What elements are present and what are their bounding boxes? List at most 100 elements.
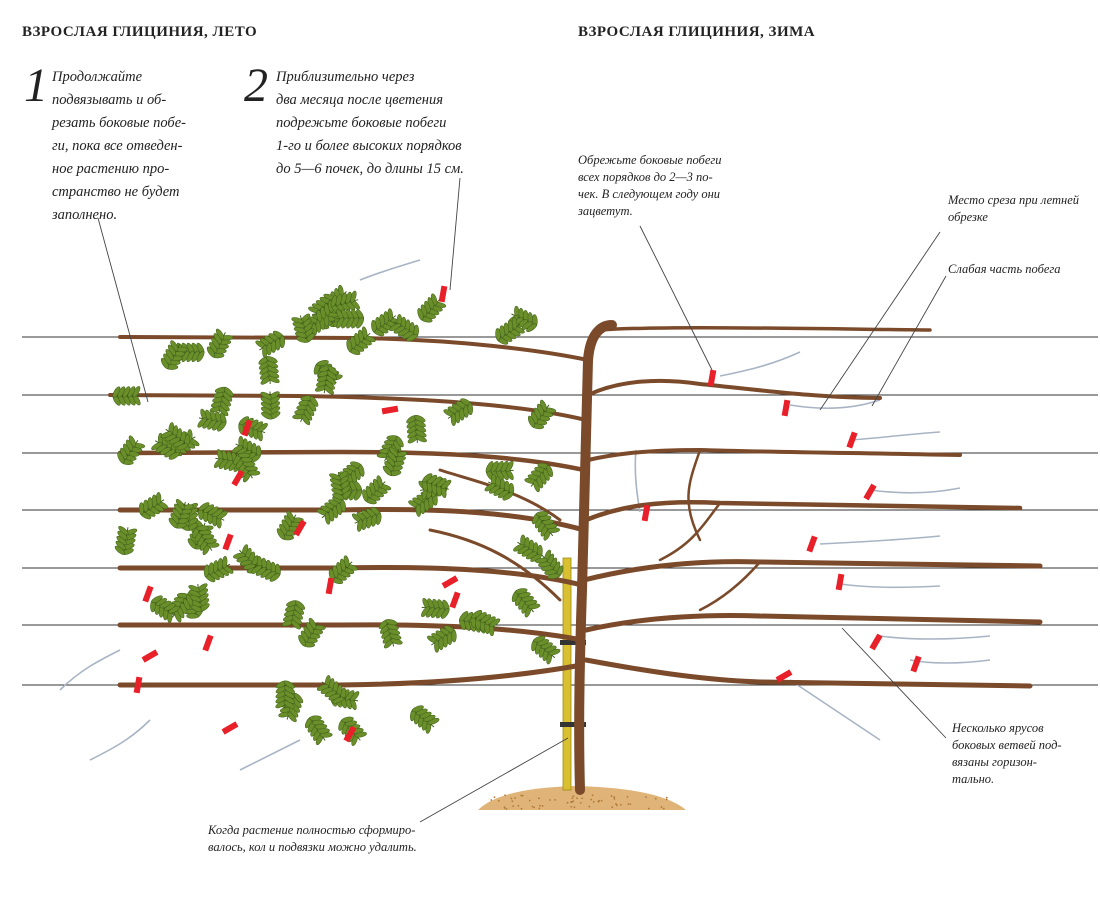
step-2-line: 1-го и более высоких порядков	[276, 138, 462, 154]
leaflet	[358, 464, 365, 477]
leaflet	[495, 328, 501, 341]
leaf-frond	[315, 365, 338, 395]
leaflet	[186, 594, 194, 607]
soil-grain	[504, 794, 507, 797]
annotation-line: Место среза при летней	[948, 193, 1080, 207]
soil-grain	[581, 797, 584, 800]
leaf-frond	[351, 506, 382, 532]
summer-foliage	[112, 284, 564, 746]
leaflet	[411, 705, 424, 713]
leaf-frond	[198, 502, 228, 529]
leaflet	[187, 538, 197, 549]
leaf-frond	[410, 705, 440, 734]
summer-tier-branch	[117, 662, 585, 688]
winter-spur	[687, 448, 702, 542]
soil-grain	[570, 801, 572, 803]
winter-tier-branch	[583, 613, 1043, 633]
soil-grain	[512, 805, 515, 808]
soil-grain	[613, 796, 616, 799]
leaf-frond	[362, 475, 392, 505]
callout-line	[97, 217, 149, 403]
support-stake	[560, 557, 586, 791]
soil-grain	[665, 798, 668, 801]
leaf-frond	[417, 293, 447, 323]
leaflet	[547, 573, 560, 580]
cut-mark	[863, 483, 877, 501]
step-1-text: Продолжайте подвязывать и об- резать бок…	[52, 66, 186, 227]
soil-grain	[629, 803, 632, 806]
weak-shoot	[819, 535, 941, 545]
leaflet	[160, 357, 169, 369]
soil-grain	[573, 806, 576, 809]
leaf-frond	[150, 595, 180, 623]
soil-grain	[539, 804, 541, 807]
leaflet	[198, 502, 210, 511]
soil-grain	[654, 797, 657, 800]
winter-tier-branch	[583, 657, 1033, 689]
leaf-frond	[329, 470, 352, 500]
soil-grain	[537, 797, 540, 800]
step-1-line: странство не будет	[52, 184, 180, 200]
leaflet	[371, 319, 377, 333]
summer-title: ВЗРОСЛАЯ ГЛИЦИНИЯ, ЛЕТО	[22, 24, 258, 40]
winter-spur	[658, 501, 722, 562]
leaflet	[330, 295, 338, 308]
leaflet	[316, 360, 329, 367]
leaflet	[459, 611, 469, 622]
step-1-line: Продолжайте	[52, 69, 143, 85]
leaflet	[186, 613, 199, 619]
leaflet	[309, 715, 322, 721]
leaflet	[117, 451, 125, 464]
cut-mark	[142, 585, 154, 603]
leaflet	[247, 470, 261, 476]
soil-grain	[611, 806, 614, 809]
leaflet	[266, 342, 272, 356]
weak-shoot	[789, 399, 881, 410]
step-1-line: подвязывать и об-	[52, 92, 167, 108]
leaf-frond	[511, 588, 541, 618]
soil-grain	[521, 794, 524, 797]
leaf-frond	[260, 391, 281, 420]
callout-line	[419, 737, 569, 823]
leaf-frond	[532, 511, 560, 541]
callout-line	[841, 627, 947, 739]
soil-grain	[647, 807, 650, 810]
leaflet	[270, 340, 277, 353]
annotation-stake: Когда растение полностью сформиро- валос…	[208, 822, 417, 856]
leaflet	[217, 421, 227, 432]
leaflet	[413, 415, 426, 423]
soil-grain	[517, 804, 520, 807]
soil-grain	[566, 801, 569, 804]
leaflet	[245, 465, 258, 472]
annotation-summer-cut: Место среза при летней обрезке	[948, 192, 1079, 226]
leaf-frond	[114, 526, 138, 555]
callout-line	[449, 177, 461, 291]
soil-grain	[626, 795, 629, 798]
callout-line	[819, 231, 941, 411]
leaf-frond	[378, 619, 403, 649]
cut-mark	[449, 591, 461, 609]
soil-grain	[615, 803, 617, 805]
leaflet	[546, 465, 554, 477]
weak-shoot	[869, 487, 961, 494]
leaf-frond	[160, 422, 191, 451]
annotation-line: Обрежьте боковые побеги	[578, 153, 722, 167]
soil-grain	[645, 796, 647, 798]
annotation-line: валось, кол и подвязки можно удалить.	[208, 840, 417, 854]
cut-mark	[293, 519, 307, 537]
leaflet	[471, 610, 483, 619]
step-1-line: ги, пока все отведен-	[52, 138, 183, 154]
leaflet	[294, 693, 304, 704]
soil-grain	[615, 804, 618, 807]
leaflet	[451, 629, 457, 643]
soil-grain	[662, 807, 665, 810]
soil-grain	[511, 800, 514, 803]
cut-mark	[441, 575, 459, 589]
leaflet	[527, 415, 535, 428]
leaf-frond	[470, 610, 501, 637]
winter-title: ВЗРОСЛАЯ ГЛИЦИНИЯ, ЗИМА	[578, 24, 816, 40]
annotation-line: зацветут.	[578, 204, 633, 218]
leaflet	[362, 489, 369, 502]
weak-shoot	[239, 739, 301, 771]
leaflet	[238, 452, 251, 459]
